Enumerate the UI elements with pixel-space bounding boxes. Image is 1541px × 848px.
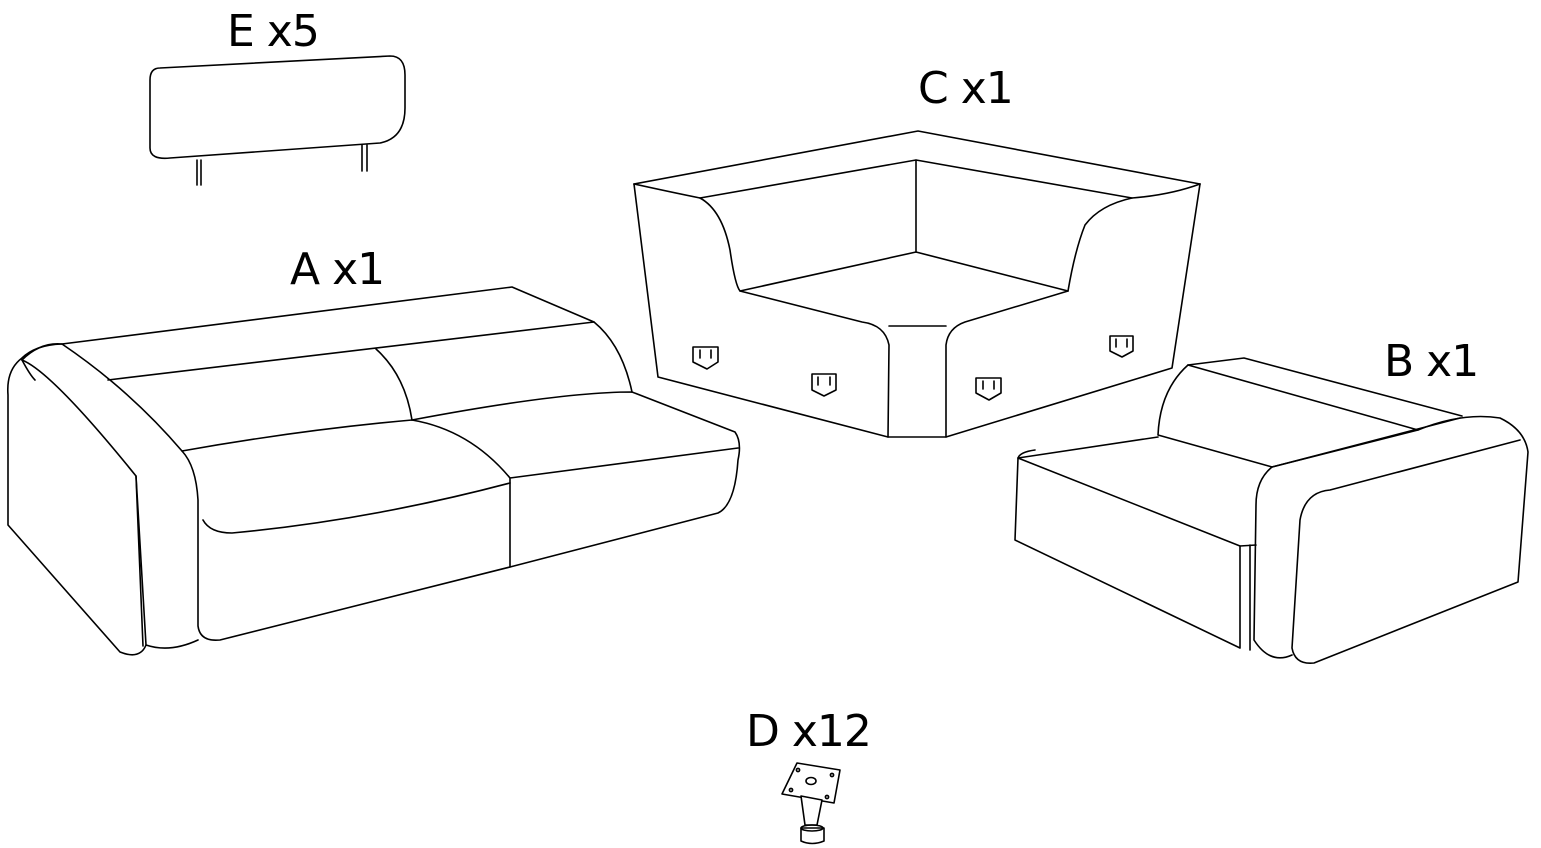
part-d-leg	[781, 762, 841, 845]
part-a-label: A x1	[290, 244, 385, 295]
part-e-backrest-cushion	[149, 55, 406, 186]
part-d-label: D x12	[746, 706, 872, 757]
part-c-corner-module	[633, 130, 1201, 438]
part-b-label: B x1	[1384, 336, 1479, 387]
part-b-armchair-module	[1014, 357, 1529, 665]
part-c-label: C x1	[918, 63, 1014, 114]
part-a-two-seat-module	[6, 286, 741, 656]
part-e-label: E x5	[227, 6, 320, 57]
